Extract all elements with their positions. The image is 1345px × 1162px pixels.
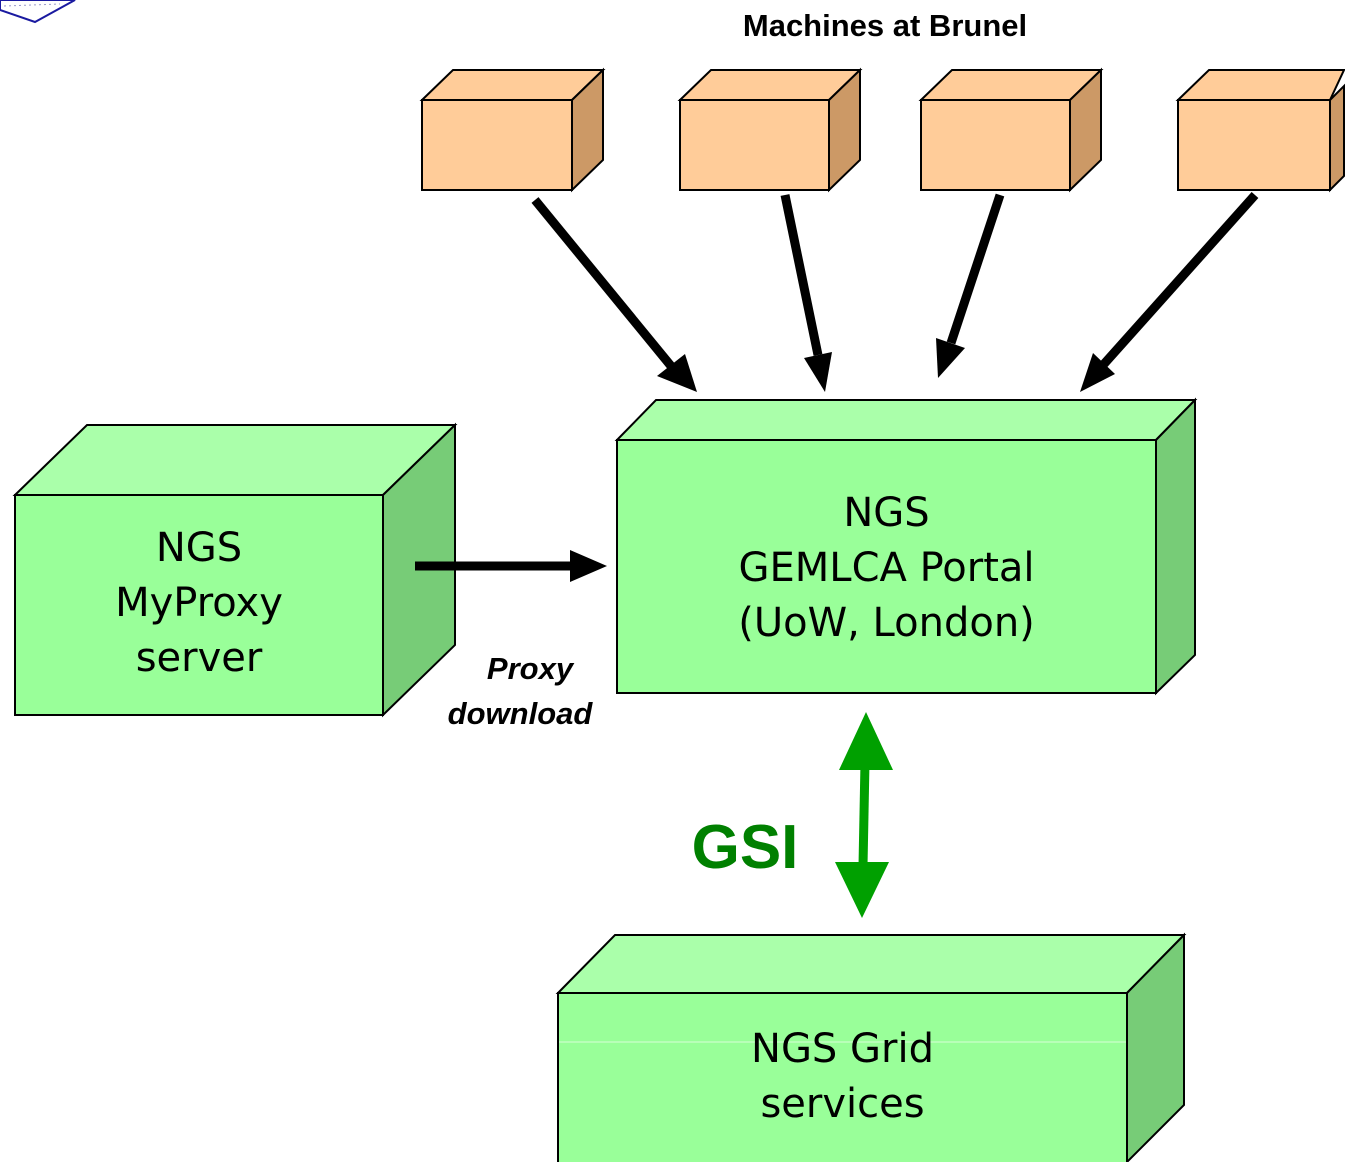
proxy-label-line-2: download: [447, 695, 593, 731]
machine-box-4-front: [1177, 99, 1331, 191]
arrow-machine-2-to-portal: [780, 194, 832, 392]
machine-box-1-front: [421, 99, 573, 191]
machine-to-portal-arrows: [531, 192, 1259, 392]
portal-label-line-3: (UoW, London): [738, 600, 1035, 647]
gsi-arrow: [835, 712, 893, 918]
proxy-download-label: Proxy download: [410, 647, 640, 737]
machine-box-4-top: [1175, 69, 1345, 101]
portal-label-line-2: GEMLCA Portal: [738, 545, 1035, 592]
portal-box-front: [616, 439, 1157, 694]
grid-label-line-2: services: [760, 1081, 925, 1128]
machine-box-2: [677, 67, 863, 193]
myproxy-box-top: [12, 424, 458, 496]
machine-box-3-front: [920, 99, 1071, 191]
myproxy-label-line-2: MyProxy: [115, 580, 283, 627]
grid-box-front: [557, 992, 1128, 1162]
arrow-machine-4-to-portal: [1080, 192, 1259, 392]
grid-label-line-1: NGS Grid: [751, 1026, 934, 1072]
myproxy-box-front: [14, 494, 384, 716]
myproxy-label-line-3: server: [135, 635, 263, 682]
machine-box-1: [419, 67, 606, 193]
arrow-machine-3-to-portal: [936, 193, 1005, 378]
grid-box-top: [555, 934, 1187, 994]
portal-box-top: [614, 399, 1198, 441]
proxy-download-arrow: [415, 550, 607, 582]
machine-box-4: [1175, 69, 1345, 193]
machine-box-2-front: [679, 99, 830, 191]
grid-box-label: NGS Grid services: [558, 1022, 1127, 1132]
machine-box-3: [918, 67, 1104, 193]
grid-box: [555, 932, 1187, 1162]
machine-box-4-side: [1329, 83, 1345, 193]
myproxy-label-line-1: NGS: [155, 525, 243, 571]
myproxy-box-label: NGS MyProxy server: [15, 521, 383, 687]
arrow-machine-1-to-portal: [531, 197, 697, 392]
portal-box: [614, 397, 1198, 696]
logo-fragment: [0, 0, 76, 24]
proxy-label-line-1: Proxy: [486, 651, 574, 686]
portal-label-line-1: NGS: [843, 490, 930, 536]
diagram-title: Machines at Brunel: [742, 8, 1028, 43]
portal-box-label: NGS GEMLCA Portal (UoW, London): [617, 486, 1156, 652]
portal-box-side: [1155, 397, 1196, 696]
gsi-label: GSI: [691, 813, 799, 882]
